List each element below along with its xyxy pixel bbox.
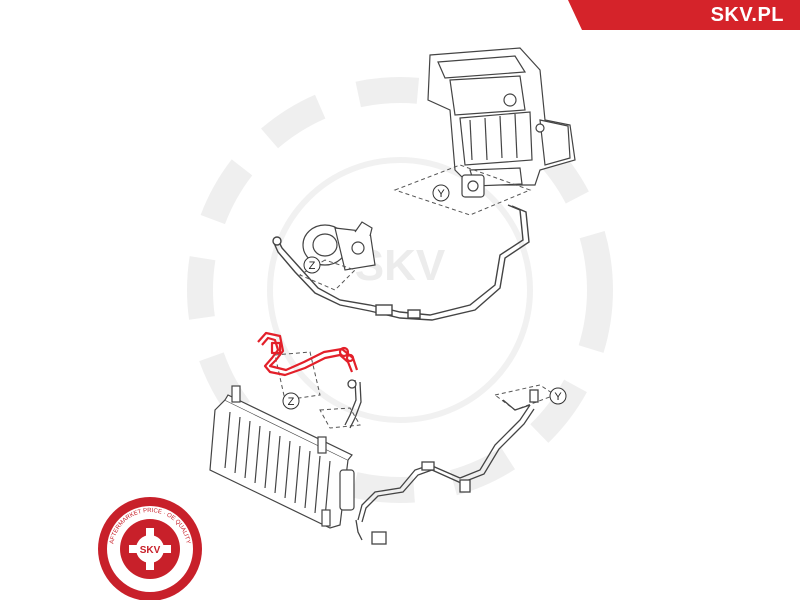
- watermark-gear: SKV: [187, 77, 613, 503]
- seal-center-text: SKV: [140, 545, 161, 556]
- svg-text:Y: Y: [554, 391, 562, 403]
- brand-site-label: SKV.PL: [710, 4, 784, 26]
- lower-line: [355, 389, 539, 545]
- callout-z-bottom: Z: [282, 392, 300, 410]
- callout-y-top: Y: [432, 184, 450, 202]
- hvac-unit: [427, 47, 576, 187]
- compressor: [302, 221, 376, 271]
- skv-auto-parts-seal: SKV AFTERMARKET PRICE · OE QUALITY AUTO …: [95, 494, 205, 600]
- callout-y-bottom: Y: [549, 387, 567, 405]
- highlighted-hose: [257, 331, 359, 377]
- svg-text:Y: Y: [437, 188, 445, 200]
- seal-logo: SKV AFTERMARKET PRICE · OE QUALITY AUTO …: [98, 497, 202, 600]
- upper-line: [272, 204, 530, 321]
- condenser-inlet-line: [344, 379, 362, 429]
- brand-badge: SKV.PL: [568, 0, 800, 30]
- callout-z-top: Z: [303, 256, 321, 274]
- svg-text:Z: Z: [288, 396, 295, 408]
- svg-text:Z: Z: [309, 260, 316, 272]
- condenser: [209, 385, 355, 529]
- expansion-valve: [461, 174, 485, 198]
- brand-badge-shape: [568, 0, 800, 30]
